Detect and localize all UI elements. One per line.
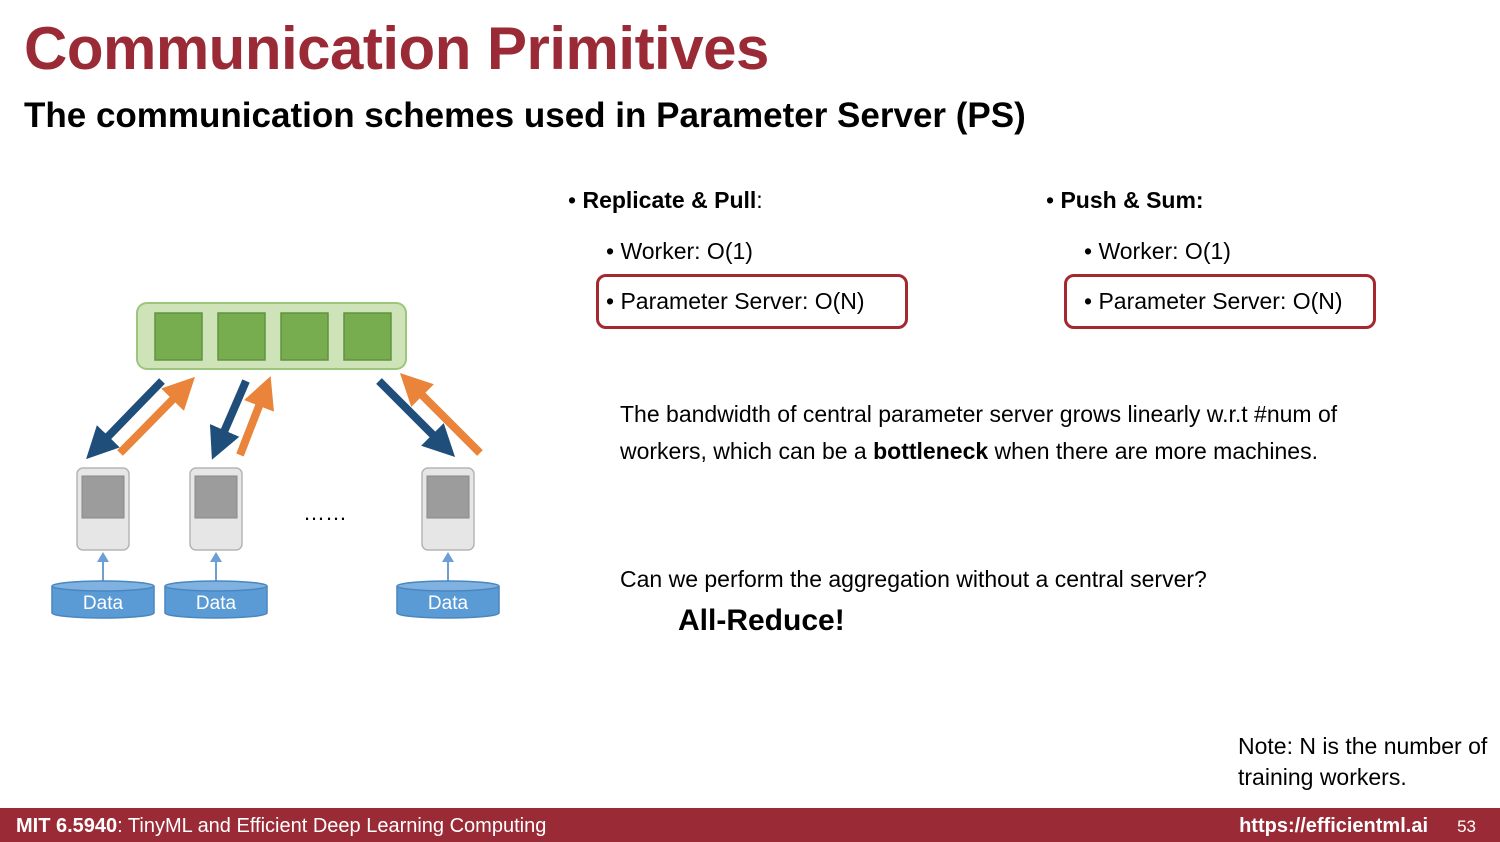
push-sum-heading: • Push & Sum: [1046, 187, 1204, 213]
replicate-pull-server: • Parameter Server: O(N) [606, 288, 865, 314]
data-cylinder: Data [51, 580, 155, 619]
course-url-link[interactable]: https://efficientml.ai [1239, 815, 1428, 837]
data-label: Data [196, 593, 237, 614]
replicate-pull-worker: • Worker: O(1) [606, 238, 753, 264]
pull-arrow [376, 378, 456, 458]
slide-subtitle: The communication schemes used in Parame… [24, 96, 1026, 135]
push-arrow [399, 372, 483, 456]
parameter-server-diagram: …… Data Data Data [51, 302, 500, 619]
data-label: Data [83, 593, 124, 614]
data-cylinder: Data [396, 580, 500, 619]
parameter-block [343, 312, 392, 361]
pull-arrow [209, 379, 250, 460]
parameter-block [217, 312, 266, 361]
worker-device [189, 467, 243, 551]
question-text: Can we perform the aggregation without a… [620, 566, 1207, 592]
data-cylinder: Data [164, 580, 268, 619]
push-sum-worker: • Worker: O(1) [1084, 238, 1231, 264]
workers-ellipsis: …… [303, 500, 347, 525]
worker-device [421, 467, 475, 551]
parameter-server [136, 302, 407, 370]
worker-device [76, 467, 130, 551]
note-text: Note: N is the number of training worker… [1238, 733, 1488, 790]
parameter-block [154, 312, 203, 361]
push-arrow [117, 376, 195, 456]
push-arrow [236, 376, 274, 457]
push-sum-server: • Parameter Server: O(N) [1084, 288, 1343, 314]
parameter-block [280, 312, 329, 361]
push-sum-highlight-box [1064, 274, 1376, 329]
slide-title: Communication Primitives [24, 15, 769, 82]
page-number: 53 [1457, 817, 1476, 836]
pull-arrow [86, 378, 165, 460]
replicate-pull-highlight-box [596, 274, 908, 329]
course-name: MIT 6.5940: TinyML and Efficient Deep Le… [16, 815, 547, 837]
bandwidth-paragraph: The bandwidth of central parameter serve… [620, 401, 1338, 464]
replicate-pull-heading: • Replicate & Pull: [568, 187, 763, 213]
footer-bar: MIT 6.5940: TinyML and Efficient Deep Le… [0, 808, 1500, 842]
data-label: Data [428, 593, 469, 614]
answer-text: All-Reduce! [678, 604, 845, 637]
